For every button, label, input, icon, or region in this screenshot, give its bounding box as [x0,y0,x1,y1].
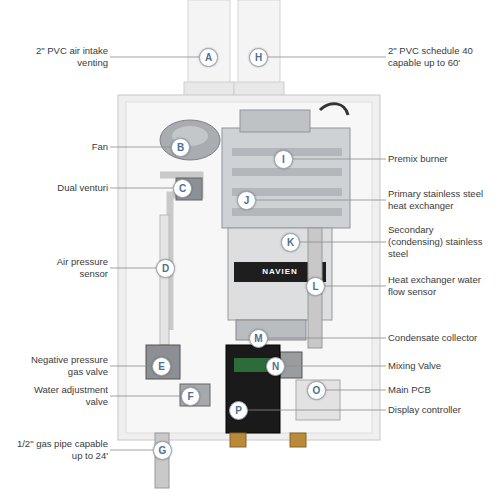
callout-letter: M [254,334,262,344]
callout-circle: L [306,277,325,296]
callout-circle: B [171,138,190,157]
callout-circle: G [153,441,172,460]
fitting [230,433,246,447]
part-label: Mixing Valve [388,360,496,372]
gas-valve [146,345,180,379]
callout-letter: G [159,446,167,456]
part-label: Secondary (condensing) stainless steel [388,224,488,260]
sensor-tube [160,215,169,345]
callout-circle: A [199,48,218,67]
part-label: Air pressure sensor [28,256,108,280]
callout-circle: E [152,357,171,376]
condensate-collector [236,320,306,340]
burner-wire [320,104,348,115]
part-label: Display controller [388,404,496,416]
callout-circle: J [237,191,256,210]
callout-circle: F [181,387,200,406]
callout-letter: N [272,362,279,372]
callout-circle: P [229,401,248,420]
primary-heat-exchanger [222,128,350,228]
part-label: Condensate collector [388,332,496,344]
callout-circle: I [274,150,293,169]
callout-letter: A [205,53,212,63]
callout-circle: K [281,233,300,252]
fitting [290,433,306,447]
part-label: Main PCB [388,384,496,396]
pcb-board [296,380,340,420]
callout-circle: C [173,179,192,198]
callout-letter: L [312,282,318,292]
callout-letter: I [282,155,285,165]
callout-letter: D [162,264,169,274]
exchanger-rib [232,168,342,176]
part-label: 2" PVC schedule 40 capable up to 60' [388,45,474,69]
callout-letter: B [177,143,184,153]
brand-logo: NAVIEN [234,267,326,277]
part-label: Negative pressure gas valve [18,354,108,378]
part-label: Dual venturi [8,182,108,194]
callout-letter: C [179,184,186,194]
pipe-collar [234,82,284,96]
cabinet-back [126,102,372,433]
part-label: 1/2" gas pipe capable up to 24' [8,438,108,462]
part-label: Heat exchanger water flow sensor [388,274,488,298]
premix-burner [240,110,310,132]
callout-letter: F [187,392,193,402]
part-label: Primary stainless steel heat exchanger [388,188,488,212]
callout-letter: J [244,196,250,206]
callout-circle: D [156,259,175,278]
part-label: Premix burner [388,153,496,165]
callout-circle: H [249,48,268,67]
part-label: 2" PVC air intake venting [33,45,108,69]
callout-circle: M [249,329,268,348]
fan [160,120,220,160]
callout-letter: E [158,362,165,372]
callout-letter: H [255,53,262,63]
callout-letter: K [287,238,294,248]
callout-letter: P [235,406,242,416]
callout-letter: O [313,386,321,396]
callout-circle: N [266,357,285,376]
part-label: Water adjustment valve [18,384,108,408]
callout-circle: O [307,381,326,400]
part-label: Fan [8,141,108,153]
pipe-collar [184,82,234,96]
leader-lines [110,57,386,450]
water-adjust-valve [180,384,210,406]
